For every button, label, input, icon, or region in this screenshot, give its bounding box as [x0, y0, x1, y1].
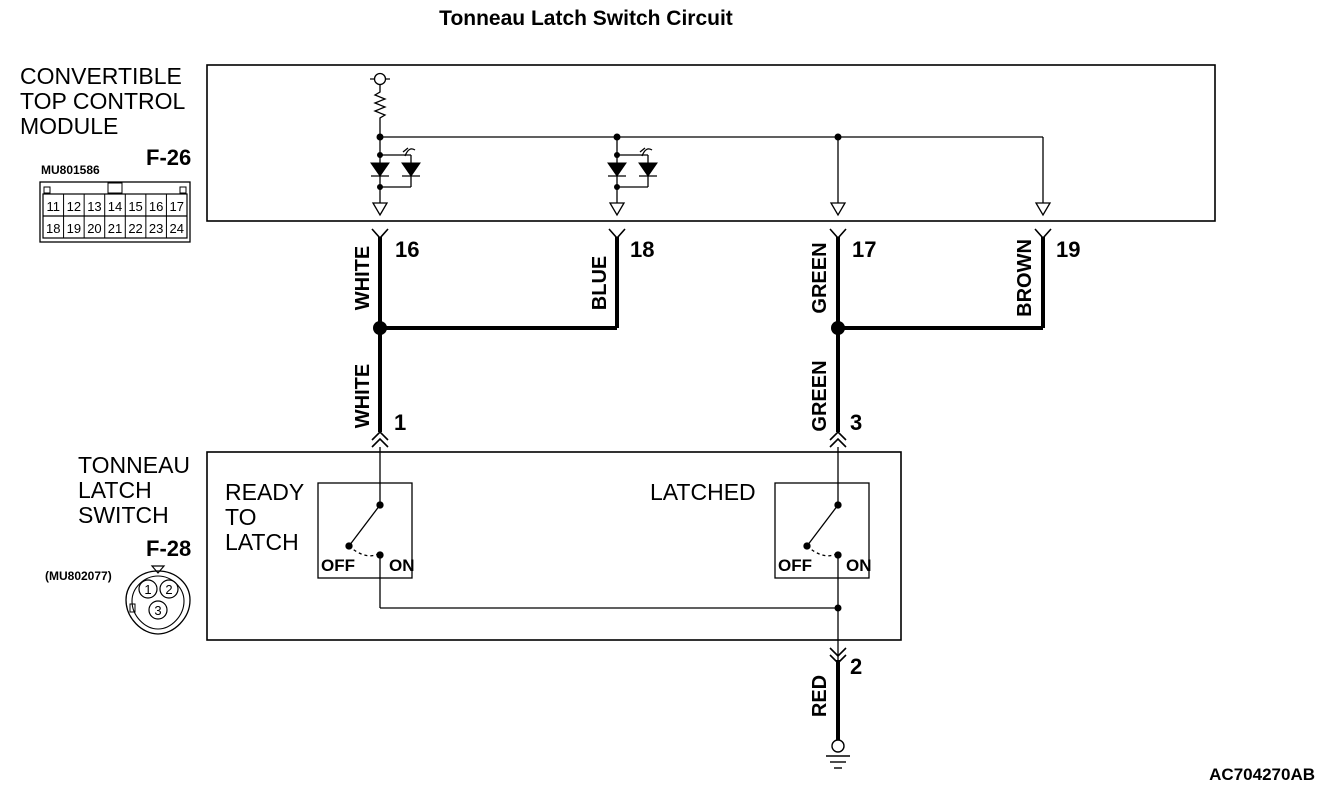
module-cavity-12: 12 [67, 199, 81, 214]
module-name-line-2: TOP CONTROL [20, 88, 185, 114]
module-name-line-3: MODULE [20, 113, 118, 139]
pin-number-19: 19 [1056, 237, 1080, 262]
module-part-number: MU801586 [41, 163, 100, 177]
input-arrow-pin-18 [608, 202, 626, 217]
wire-color-brown: BROWN [1014, 239, 1036, 317]
splice-green [831, 321, 845, 335]
input-arrow-pin-16 [371, 202, 389, 217]
latch-switch-box [206, 451, 902, 641]
module-cavity-20: 20 [87, 221, 101, 236]
switch-name-line-3: SWITCH [78, 502, 169, 528]
contact-box-ready-to-latch [317, 482, 413, 579]
switch-connector-icon: 1 2 3 [125, 565, 191, 635]
switch-contact-2 [803, 501, 842, 559]
contact-box-latched [774, 482, 870, 579]
diode-led-pair-1 [370, 147, 421, 190]
module-cavity-23: 23 [149, 221, 163, 236]
figure-code: AC704270AB [1209, 765, 1315, 784]
switch-name-line-1: TONNEAU [78, 452, 190, 478]
wire-color-green-lower: GREEN [809, 360, 831, 431]
contact-1-off-label: OFF [321, 556, 355, 575]
input-arrow-pin-17 [829, 202, 847, 217]
wire-color-red: RED [809, 675, 831, 717]
switch-cavity-1: 1 [144, 582, 151, 597]
control-module: CONVERTIBLE TOP CONTROL MODULE F-26 MU80… [20, 63, 1216, 243]
switch-connector-id: F-28 [146, 536, 191, 561]
switch-pin-number-2: 2 [850, 654, 862, 679]
wire-color-green-upper: GREEN [809, 242, 831, 313]
diode-led-pair-2 [607, 147, 658, 190]
switch-pin-number-1: 1 [394, 410, 406, 435]
module-cavity-14: 14 [108, 199, 122, 214]
contact-latched-label: LATCHED [650, 479, 756, 505]
module-cavity-22: 22 [128, 221, 142, 236]
pin-number-16: 16 [395, 237, 419, 262]
module-cavity-15: 15 [128, 199, 142, 214]
input-arrow-pin-19 [1034, 202, 1052, 217]
splice-points [373, 321, 845, 335]
pin-number-18: 18 [630, 237, 654, 262]
switch-contact-1 [345, 501, 384, 559]
module-cavity-18: 18 [46, 221, 60, 236]
latch-switch: TONNEAU LATCH SWITCH F-28 (MU802077) 1 2… [45, 447, 902, 660]
switch-return-line [379, 447, 839, 660]
module-cavity-19: 19 [67, 221, 81, 236]
wire-color-white-upper: WHITE [352, 246, 374, 310]
ground-icon [826, 739, 850, 769]
contact-ready-to-latch-line-3: LATCH [225, 529, 299, 555]
module-connector-icon: 11 12 13 14 15 16 17 18 19 20 21 22 23 24 [39, 181, 191, 243]
module-cavity-11: 11 [47, 199, 61, 214]
contact-1-on-label: ON [389, 556, 415, 575]
contact-2-on-label: ON [846, 556, 872, 575]
bus-junction-dots [376, 133, 842, 141]
module-cavity-24: 24 [169, 221, 183, 236]
module-cavity-17: 17 [169, 199, 183, 214]
contact-2-off-label: OFF [778, 556, 812, 575]
switch-name-line-2: LATCH [78, 477, 152, 503]
diagram-title: Tonneau Latch Switch Circuit [439, 7, 733, 30]
wire-color-white-lower: WHITE [352, 364, 374, 428]
module-internal-circuit [370, 72, 1044, 203]
harness-wires [378, 237, 1045, 740]
module-pin-terminals [371, 228, 1052, 240]
module-name-line-1: CONVERTIBLE [20, 63, 182, 89]
splice-white [373, 321, 387, 335]
return-junction-dot [834, 604, 842, 612]
module-connector-id: F-26 [146, 145, 191, 170]
pin-number-17: 17 [852, 237, 876, 262]
wire-color-blue: BLUE [589, 256, 611, 310]
module-cavity-21: 21 [108, 221, 122, 236]
switch-pin-number-3: 3 [850, 410, 862, 435]
contact-ready-to-latch-line-2: TO [225, 504, 257, 530]
module-cavity-16: 16 [149, 199, 163, 214]
switch-cavity-2: 2 [165, 582, 172, 597]
contact-ready-to-latch-line-1: READY [225, 479, 304, 505]
control-module-box [206, 64, 1216, 222]
switch-part-number: (MU802077) [45, 569, 112, 583]
module-cavity-13: 13 [87, 199, 101, 214]
switch-cavity-3: 3 [154, 603, 161, 618]
